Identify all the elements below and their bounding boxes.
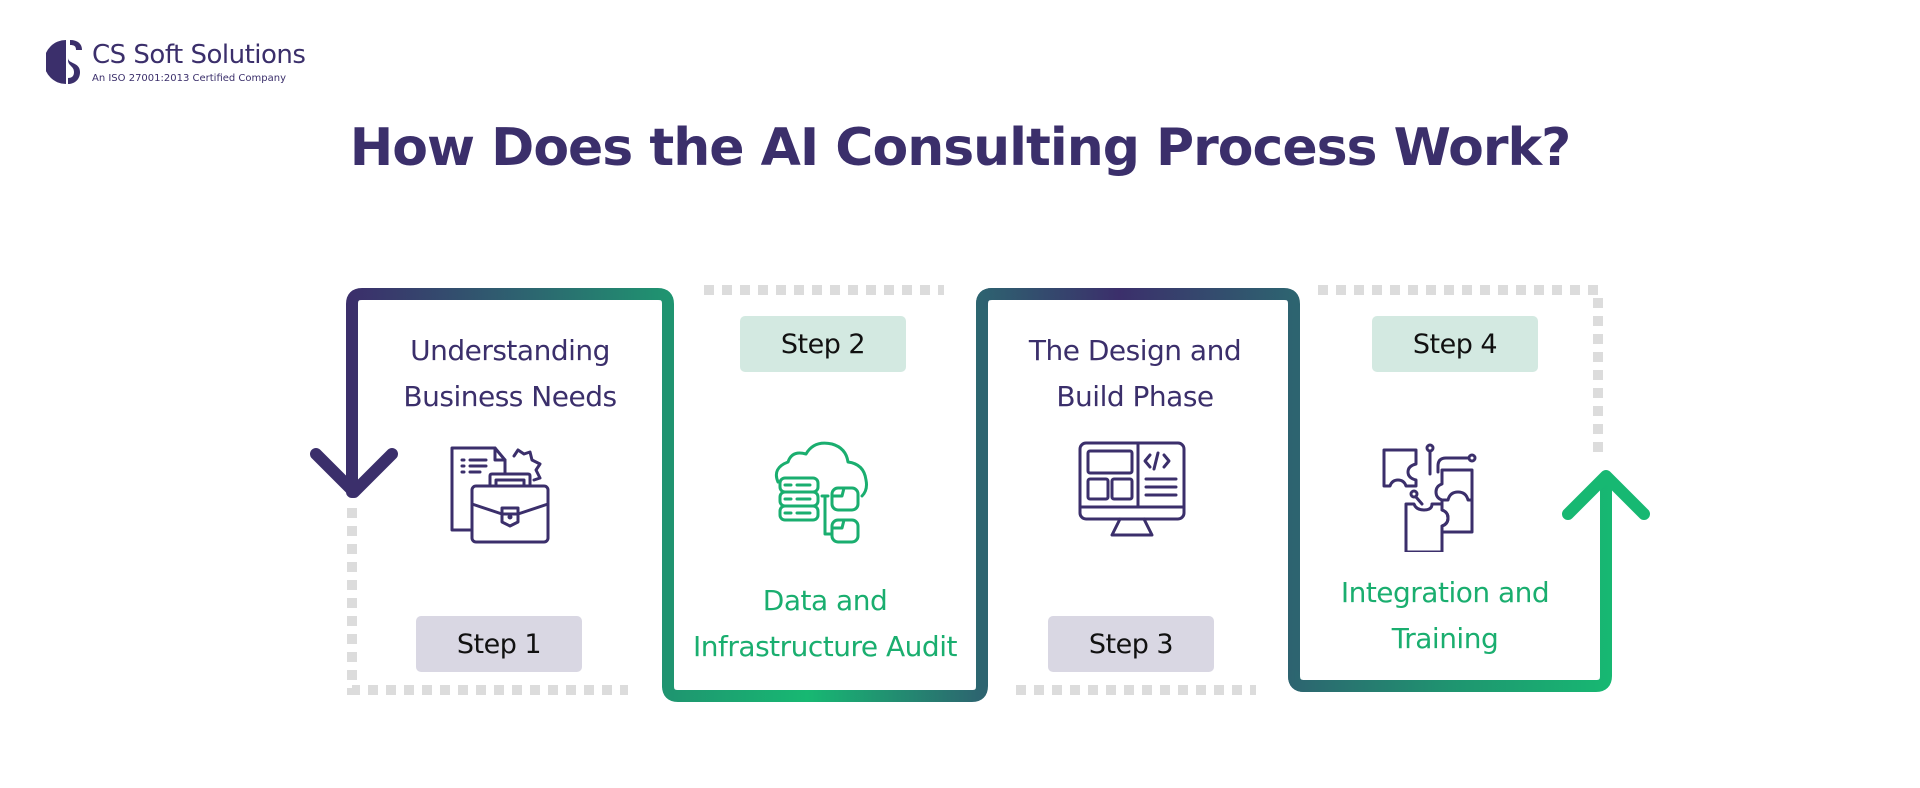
step-3-title-line2: Build Phase <box>1056 380 1214 413</box>
path-step1 <box>346 288 674 692</box>
step-4-title: Integration and Training <box>1290 570 1600 662</box>
path-step4 <box>1288 472 1612 692</box>
step-1-title-line2: Business Needs <box>403 380 617 413</box>
step-2-title-line1: Data and <box>762 584 888 617</box>
step-2-title: Data and Infrastructure Audit <box>670 578 980 670</box>
briefcase-document-gear-icon <box>450 446 550 544</box>
dashed-step4 <box>1318 285 1603 458</box>
step-1-title-line1: Understanding <box>410 334 610 367</box>
cs-logo-icon <box>46 40 82 84</box>
cloud-database-files-icon <box>774 441 868 544</box>
monitor-code-layout-icon <box>1078 441 1186 537</box>
step-4-title-line1: Integration and <box>1340 576 1550 609</box>
dashed-step1 <box>347 508 628 695</box>
dashed-connectors <box>347 285 1603 695</box>
arrow-up-icon <box>1562 470 1650 520</box>
step-2-badge: Step 2 <box>740 316 906 372</box>
puzzle-integration-icon <box>1382 443 1477 552</box>
step-2-title-line2: Infrastructure Audit <box>693 630 957 663</box>
step-3-title: The Design and Build Phase <box>980 328 1290 420</box>
step-3-title-line1: The Design and <box>1028 334 1242 367</box>
step-4-badge: Step 4 <box>1372 316 1538 372</box>
step-1-title: Understanding Business Needs <box>360 328 660 420</box>
brand-tagline: An ISO 27001:2013 Certified Company <box>92 72 287 84</box>
step-3-badge: Step 3 <box>1048 616 1214 672</box>
step-4-title-line2: Training <box>1391 622 1499 655</box>
page-title: How Does the AI Consulting Process Work? <box>349 118 1571 178</box>
arrow-down-icon <box>310 448 398 498</box>
brand-logo: CS Soft Solutions An ISO 27001:2013 Cert… <box>46 38 306 86</box>
brand-name: CS Soft Solutions <box>92 39 306 70</box>
step-1-badge: Step 1 <box>416 616 582 672</box>
